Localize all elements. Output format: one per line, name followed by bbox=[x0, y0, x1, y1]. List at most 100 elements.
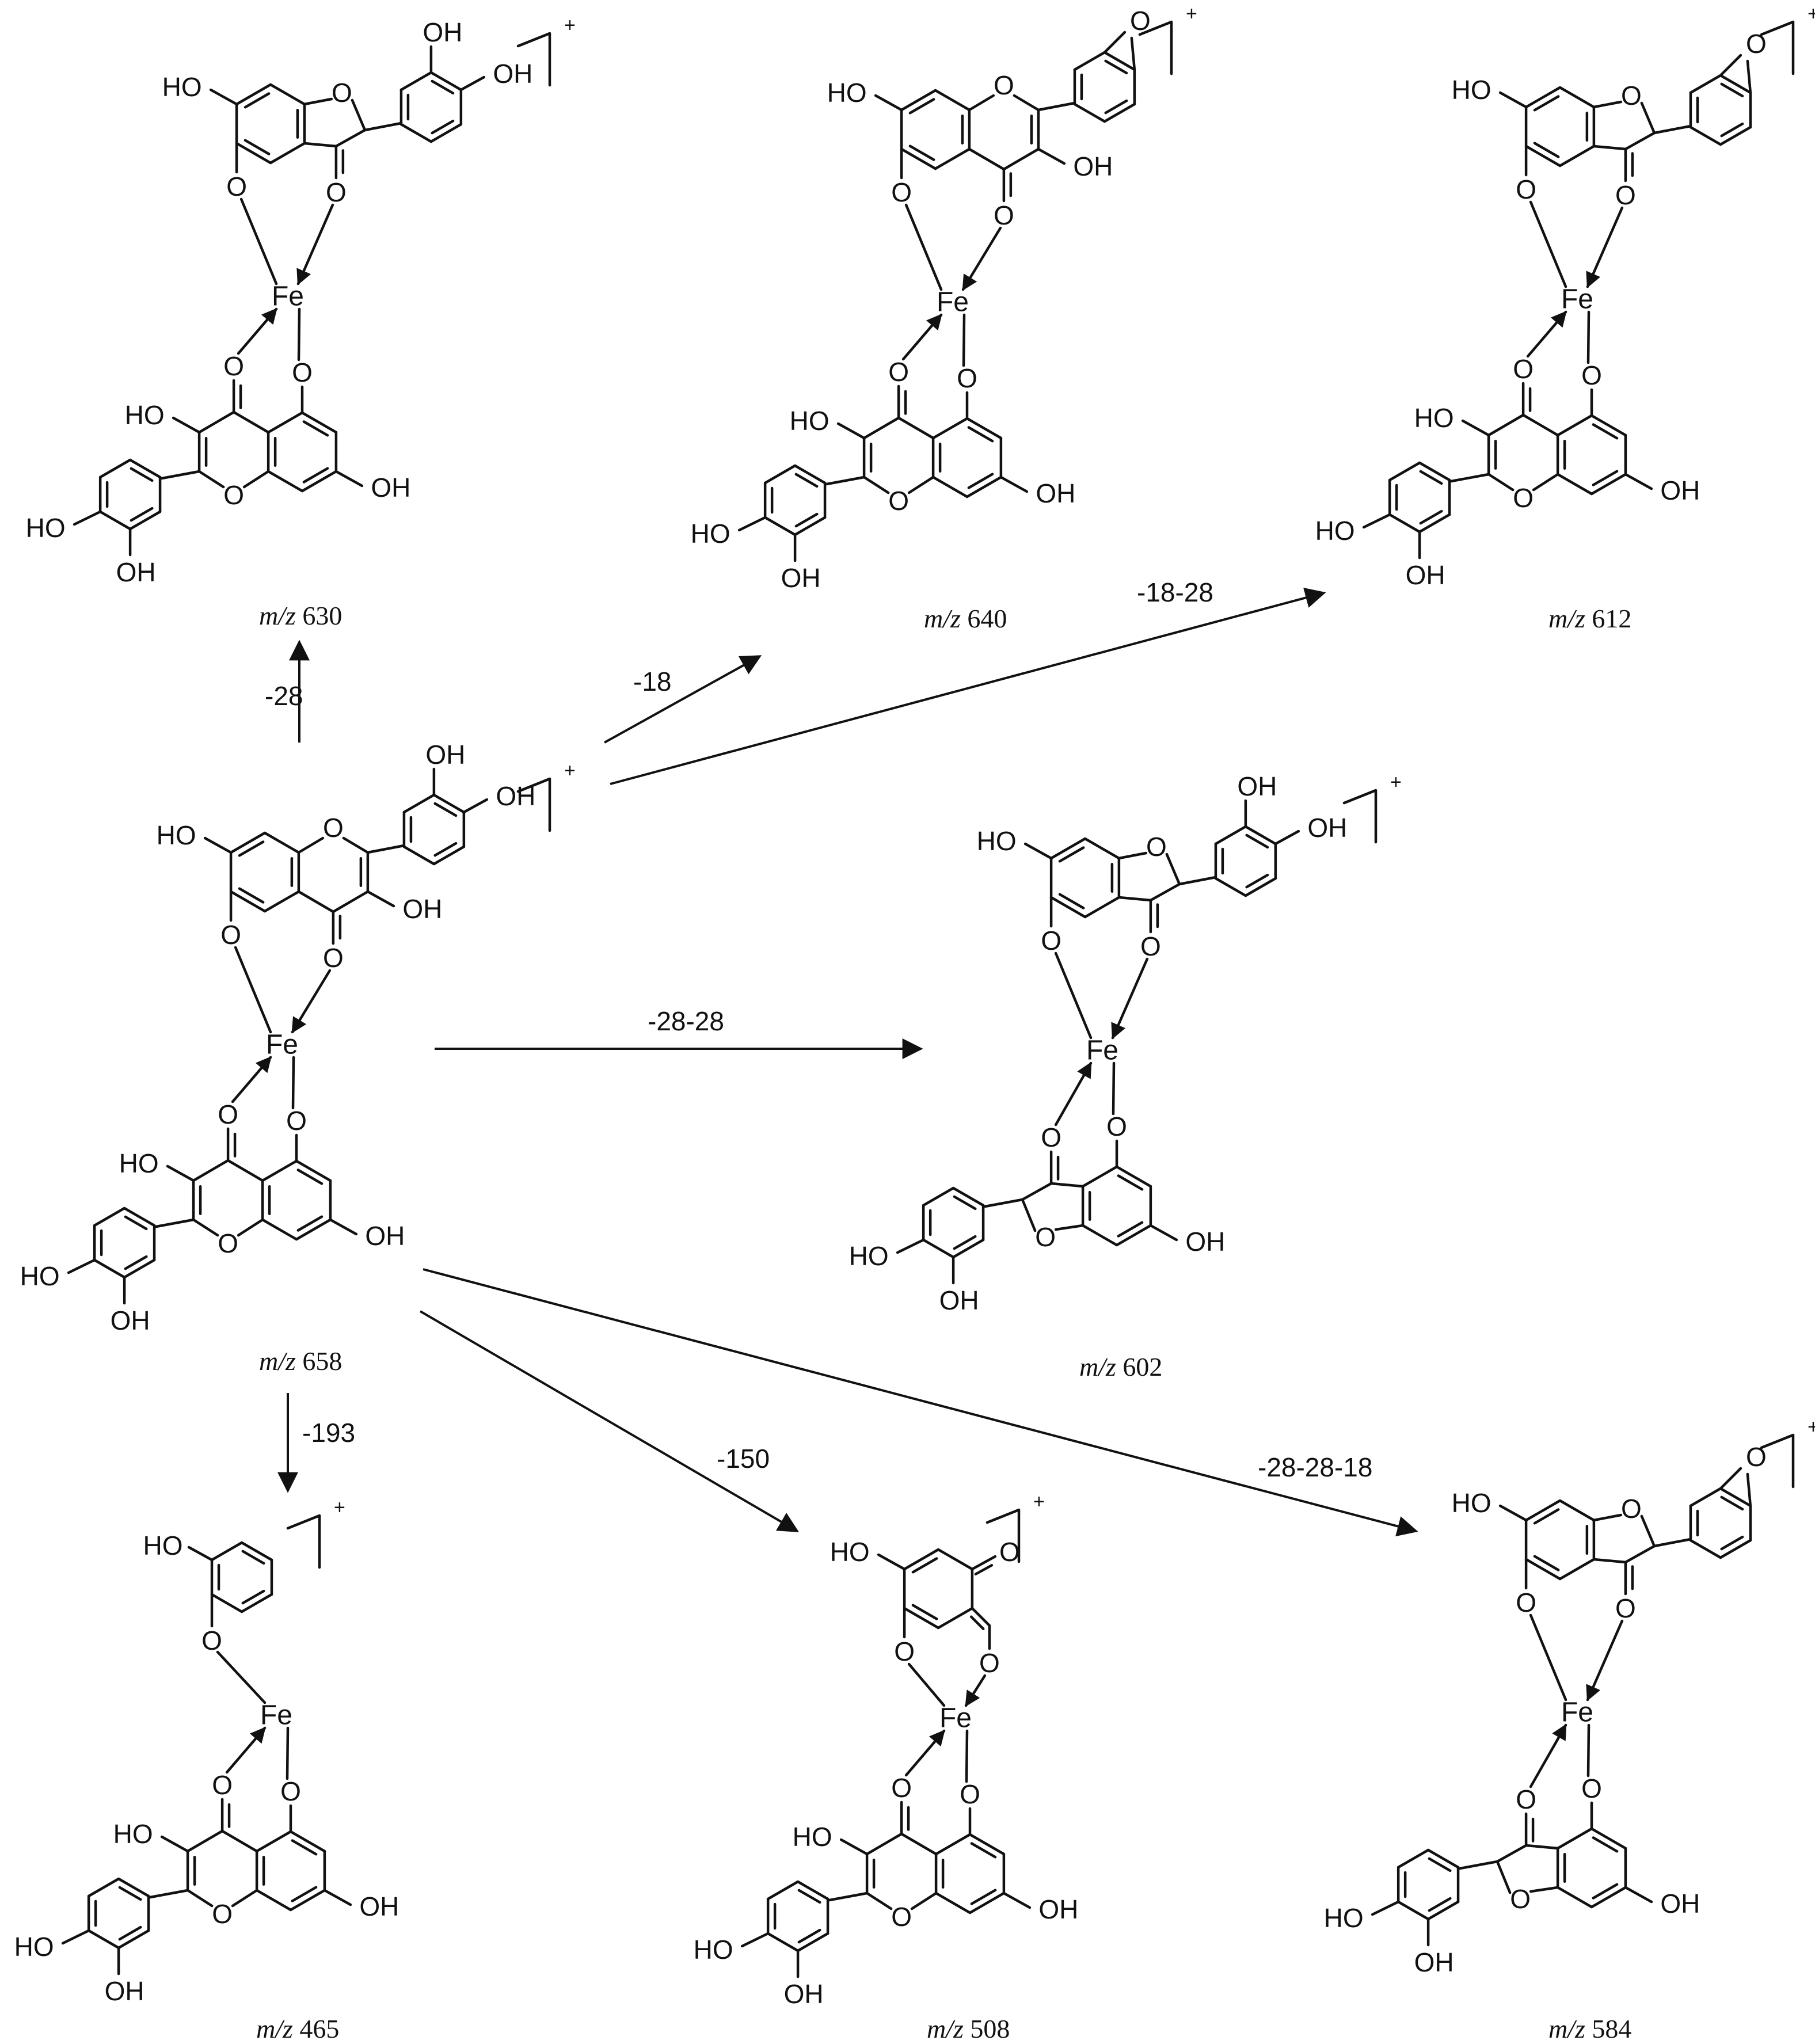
hydroxyl-group: HO bbox=[1315, 516, 1355, 546]
phenolate-oxygen: O bbox=[1581, 1773, 1602, 1803]
arrow-to-602: -28-28 bbox=[435, 1006, 923, 1059]
ring-oxygen: O bbox=[332, 78, 352, 108]
ring-oxygen: O bbox=[888, 486, 909, 516]
ring-oxygen: O bbox=[1513, 483, 1534, 513]
hydroxyl-group: OH bbox=[784, 1979, 824, 2009]
hydroxyl-group: OH bbox=[105, 1976, 144, 2006]
charge-plus: + bbox=[1390, 771, 1402, 793]
hydroxyl-group: OH bbox=[1038, 1894, 1078, 1924]
phenolate-oxygen: O bbox=[1106, 1112, 1127, 1141]
loss-label-630: -28 bbox=[265, 681, 303, 711]
ring-oxygen: O bbox=[1621, 1494, 1642, 1524]
arrow-to-612: -18-28 bbox=[610, 577, 1326, 785]
hydroxyl-group: HO bbox=[977, 826, 1017, 856]
carbonyl-oxygen: O bbox=[326, 177, 347, 207]
mz-label-602: m/z 602 bbox=[1079, 1352, 1162, 1381]
hydroxyl-group: HO bbox=[162, 72, 202, 102]
hydroxyl-group: HO bbox=[119, 1148, 159, 1178]
hydroxyl-group: OH bbox=[939, 1285, 979, 1315]
arrow-to-640: -18 bbox=[604, 655, 762, 744]
carbonyl-oxygen: O bbox=[1615, 1593, 1636, 1623]
carbonyl-oxygen: O bbox=[1615, 180, 1636, 210]
hydroxyl-group: HO bbox=[125, 400, 165, 430]
hydroxyl-group: OH bbox=[425, 740, 465, 770]
carbonyl-oxygen: O bbox=[1516, 1784, 1536, 1814]
arrow-to-508: -150 bbox=[419, 1310, 800, 1532]
phenolate-oxygen: O bbox=[286, 1106, 307, 1136]
hydroxyl-group: OH bbox=[365, 1221, 405, 1251]
iron-center: Fe bbox=[939, 1703, 972, 1734]
hydroxyl-group: OH bbox=[423, 17, 462, 47]
mz-label-508: m/z 508 bbox=[927, 2014, 1010, 2043]
loss-label-465: -193 bbox=[302, 1418, 355, 1448]
hydroxyl-group: HO bbox=[830, 1537, 870, 1567]
aldehyde-oxygen: O bbox=[979, 1648, 1000, 1678]
arrow-to-630: -28 bbox=[265, 640, 310, 743]
iron-center: Fe bbox=[937, 287, 969, 318]
ring-oxygen: O bbox=[323, 813, 344, 843]
mz-label-630: m/z 630 bbox=[259, 601, 342, 630]
charge-plus: + bbox=[1186, 3, 1197, 25]
hydroxyl-group: HO bbox=[1414, 403, 1454, 433]
mz-label-584: m/z 584 bbox=[1548, 2014, 1631, 2043]
ring-oxygen: O bbox=[1035, 1222, 1056, 1252]
ring-oxygen: O bbox=[891, 1902, 912, 1932]
hydroxyl-group: OH bbox=[1185, 1227, 1225, 1257]
carbonyl-oxygen: O bbox=[891, 1773, 912, 1803]
phenolate-oxygen: O bbox=[1516, 174, 1536, 204]
hydroxyl-group: HO bbox=[113, 1819, 153, 1849]
hydroxyl-group: OH bbox=[402, 894, 442, 924]
hydroxyl-group: OH bbox=[1414, 1947, 1454, 1977]
hydroxyl-group: OH bbox=[1073, 151, 1113, 181]
charge-plus: + bbox=[1808, 1416, 1815, 1438]
arrow-to-465: -193 bbox=[277, 1393, 355, 1493]
hydroxyl-group: HO bbox=[1324, 1903, 1364, 1933]
loss-label-612: -18-28 bbox=[1137, 577, 1213, 607]
iron-center: Fe bbox=[1086, 1036, 1118, 1066]
hydroxyl-group: OH bbox=[1660, 475, 1700, 505]
loss-label-602: -28-28 bbox=[648, 1006, 724, 1036]
carbonyl-oxygen: O bbox=[323, 943, 344, 973]
carbonyl-oxygen: O bbox=[223, 351, 244, 381]
charge-plus: + bbox=[564, 760, 576, 782]
carbonyl-oxygen: O bbox=[1140, 931, 1161, 961]
hydroxyl-group: OH bbox=[111, 1305, 150, 1335]
loss-label-508: -150 bbox=[717, 1444, 770, 1474]
phenolate-oxygen: O bbox=[292, 357, 313, 387]
hydroxyl-group: OH bbox=[1036, 478, 1075, 508]
carbonyl-oxygen: O bbox=[212, 1770, 233, 1800]
hydroxyl-group: HO bbox=[793, 1822, 832, 1852]
phenolate-oxygen: O bbox=[1516, 1588, 1536, 1617]
iron-center: Fe bbox=[260, 1700, 292, 1731]
hydroxyl-group: HO bbox=[26, 513, 66, 543]
carbonyl-oxygen: O bbox=[1041, 1122, 1061, 1152]
ring-oxygen: O bbox=[994, 70, 1014, 100]
hydroxyl-group: OH bbox=[493, 59, 532, 89]
phenolate-oxygen: O bbox=[891, 177, 912, 207]
carbonyl-oxygen: O bbox=[994, 200, 1014, 230]
iron-center: Fe bbox=[1561, 1697, 1593, 1728]
hydroxyl-group: HO bbox=[827, 78, 867, 108]
hydroxyl-group: HO bbox=[20, 1261, 60, 1291]
ring-oxygen: O bbox=[1510, 1884, 1531, 1914]
hydroxyl-group: OH bbox=[1307, 813, 1347, 843]
ring-oxygen: O bbox=[1146, 832, 1167, 862]
phenolate-oxygen: O bbox=[201, 1626, 222, 1655]
charge-plus: + bbox=[564, 14, 576, 36]
iron-center: Fe bbox=[266, 1030, 298, 1060]
phenolate-oxygen: O bbox=[226, 172, 247, 201]
charge-plus: + bbox=[1033, 1491, 1045, 1513]
carbonyl-oxygen: O bbox=[1513, 354, 1534, 384]
iron-center: Fe bbox=[1561, 284, 1593, 315]
loss-label-640: -18 bbox=[633, 667, 671, 696]
hydroxyl-group: OH bbox=[781, 563, 821, 593]
ring-oxygen: O bbox=[223, 480, 244, 510]
carbonyl-oxygen: O bbox=[888, 357, 909, 387]
